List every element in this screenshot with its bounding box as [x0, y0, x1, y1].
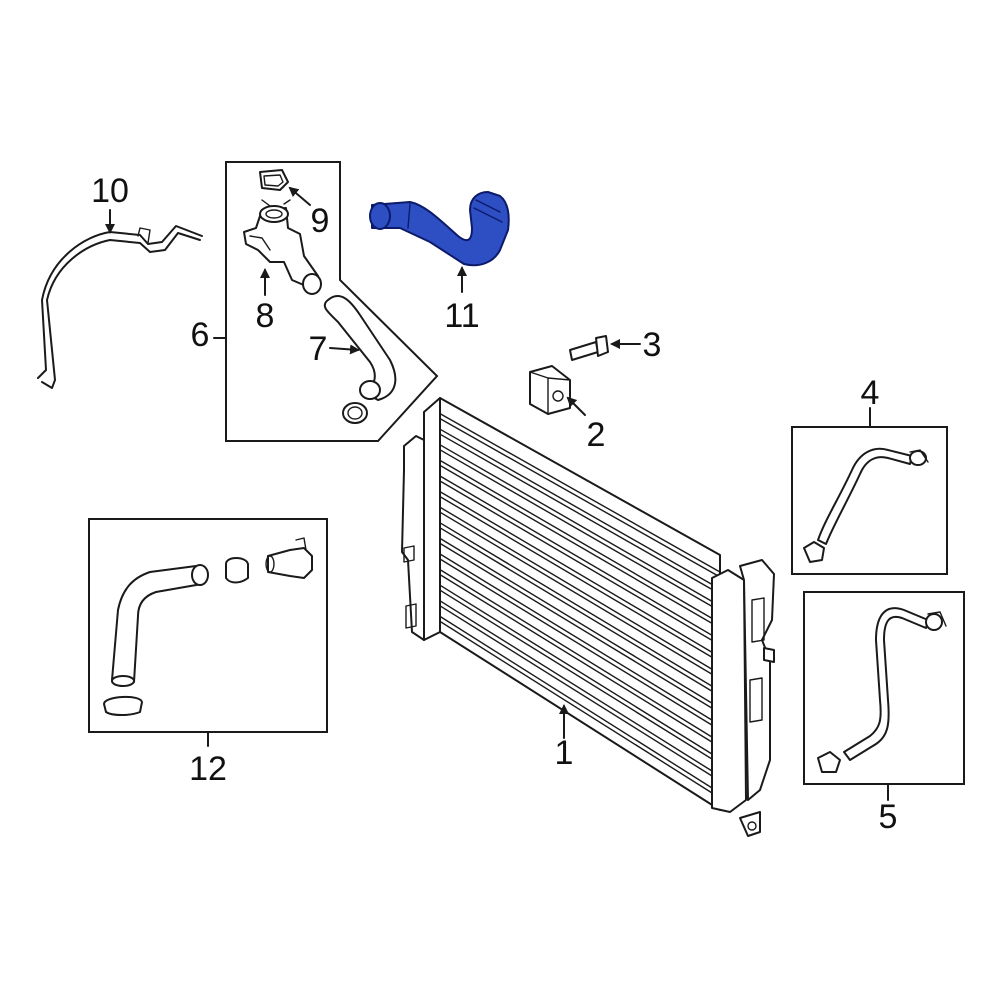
part-10-tube[interactable] — [37, 225, 203, 389]
radiator-fin — [439, 605, 721, 782]
radiator-fin — [439, 506, 721, 675]
part-8-housing[interactable] — [243, 199, 322, 295]
part-12-hose[interactable] — [103, 537, 313, 716]
radiator-fins — [439, 412, 721, 799]
callout-8: 8 — [256, 297, 275, 335]
callout-4: 4 — [861, 374, 880, 412]
part-11-radiator-hose[interactable] — [369, 191, 510, 267]
radiator-fin — [439, 433, 721, 595]
callout-3: 3 — [643, 326, 662, 364]
callout-12: 12 — [189, 750, 227, 788]
radiator-fin — [439, 444, 721, 607]
part-5-hose[interactable] — [817, 607, 947, 773]
part-7-hose[interactable] — [323, 295, 397, 424]
radiator-fin — [439, 417, 721, 578]
leader-7 — [329, 344, 360, 355]
radiator-fin — [439, 584, 721, 760]
group-6-box — [225, 161, 439, 442]
callout-11: 11 — [444, 297, 479, 335]
radiator-fin — [439, 573, 721, 748]
leader-2 — [566, 396, 586, 416]
part-2-bracket[interactable] — [529, 365, 571, 415]
radiator-fin — [439, 475, 721, 641]
callout-2: 2 — [587, 416, 606, 454]
radiator-fin — [439, 553, 721, 726]
radiator-fin — [439, 568, 721, 743]
radiator-fin — [439, 620, 721, 799]
radiator-fin — [439, 490, 721, 658]
part-9-seal[interactable] — [259, 169, 289, 191]
callout-1: 1 — [555, 734, 574, 772]
radiator-fin — [439, 527, 721, 697]
radiator-fin — [439, 428, 721, 590]
radiator-fin — [439, 589, 721, 765]
leader-9 — [288, 186, 311, 206]
part-4-hose[interactable] — [803, 447, 929, 563]
callout-5: 5 — [879, 798, 898, 836]
callout-6: 6 — [191, 316, 210, 354]
part-3-bolt[interactable] — [569, 335, 609, 361]
part-1-radiator[interactable] — [401, 397, 775, 837]
radiator-fin — [439, 615, 721, 794]
radiator-fin — [439, 495, 721, 663]
radiator-fin — [439, 464, 721, 629]
radiator-fin — [439, 449, 721, 612]
radiator-fin — [439, 600, 721, 777]
callout-10: 10 — [91, 172, 129, 210]
radiator-fin — [439, 511, 721, 680]
radiator-fin — [439, 412, 721, 573]
radiator-fin — [439, 522, 721, 692]
radiator-fin — [439, 480, 721, 646]
callout-7: 7 — [309, 330, 328, 368]
radiator-fin — [439, 558, 721, 731]
callout-9: 9 — [311, 202, 330, 240]
radiator-fin — [439, 542, 721, 714]
group-5-box — [803, 591, 965, 785]
radiator-fin — [439, 459, 721, 624]
radiator-fin — [439, 537, 721, 709]
